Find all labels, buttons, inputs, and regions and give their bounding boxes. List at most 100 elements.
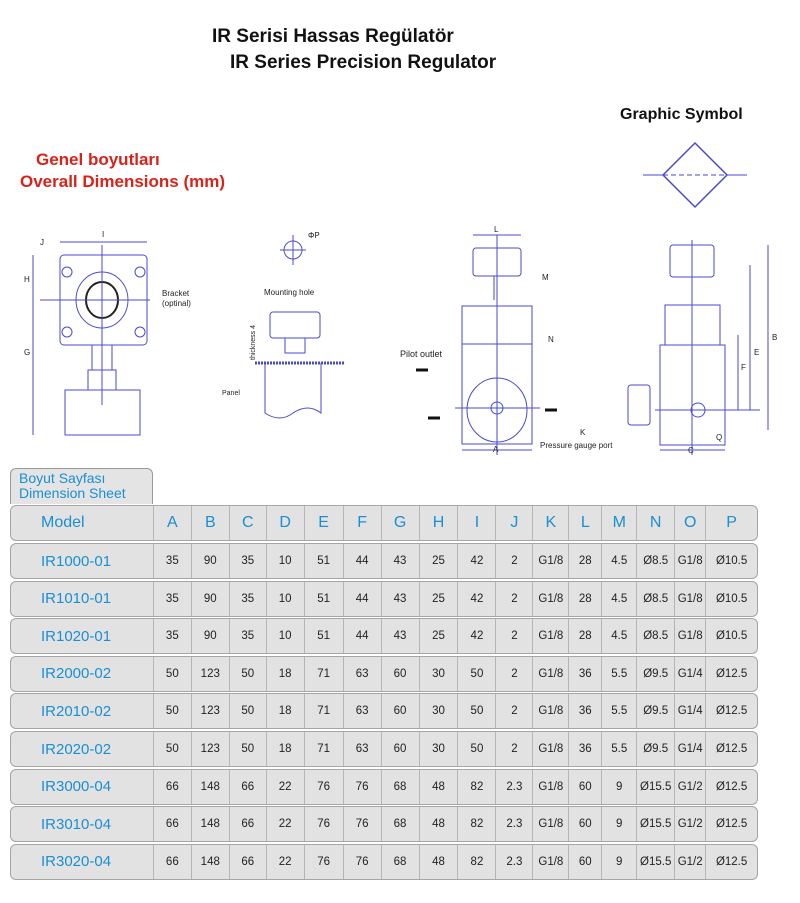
label-thickness: thickness 4 <box>250 325 257 360</box>
dimension-cell-o: O <box>674 506 705 540</box>
dimension-cell-p: Ø12.5 <box>705 844 757 879</box>
label-c: C <box>688 446 694 455</box>
dimension-cell-o: G1/2 <box>674 769 705 804</box>
dimension-cell-b: 148 <box>190 844 229 879</box>
dimension-cell-f: 63 <box>342 694 381 729</box>
dimension-cell-e: E <box>303 506 343 540</box>
dimension-cell-j: J <box>495 506 532 540</box>
dimension-cell-n: Ø15.5 <box>636 769 674 804</box>
dimension-cell-h: H <box>418 506 458 540</box>
dimension-cell-p: Ø12.5 <box>705 656 757 691</box>
dimension-cell-b: 123 <box>190 656 229 691</box>
dimension-cell-e: 51 <box>303 581 343 616</box>
tab-label-turkish: Boyut Sayfası <box>19 470 106 486</box>
dimension-cell-k: G1/8 <box>532 769 568 804</box>
dimension-cell-n: Ø9.5 <box>636 732 674 766</box>
dimension-cell-h: 48 <box>418 807 458 842</box>
dimension-cell-e: 71 <box>303 732 343 766</box>
rear-view-drawing <box>627 240 769 455</box>
dimension-cell-f: 76 <box>342 769 381 804</box>
model-cell: IR2000-02 <box>41 665 112 683</box>
dimension-cell-a: 35 <box>152 581 191 616</box>
front-view-drawing <box>32 241 150 436</box>
dimension-cell-o: G1/2 <box>674 844 705 879</box>
model-cell: IR1010-01 <box>41 590 112 608</box>
label-bracket-optional: (optinal) <box>162 299 191 308</box>
dimension-cell-m: 5.5 <box>601 732 636 766</box>
mounting-hole-drawing <box>255 235 345 419</box>
dimension-cell-o: G1/8 <box>674 544 705 578</box>
dimension-cell-a: 50 <box>152 656 191 691</box>
dimension-cell-i: 42 <box>457 581 495 616</box>
dimension-cell-j: 2.3 <box>495 807 532 842</box>
dimension-cell-j: 2 <box>495 694 532 729</box>
dimension-cell-j: 2.3 <box>495 844 532 879</box>
dimension-cell-e: 51 <box>303 619 343 654</box>
dimension-cell-c: 50 <box>228 732 266 766</box>
model-cell: IR2010-02 <box>41 702 112 720</box>
dimension-cell-g: 60 <box>380 656 419 691</box>
dimension-cell-a: 66 <box>152 844 191 879</box>
dimension-cell-g: 68 <box>380 844 419 879</box>
dimension-cell-d: 22 <box>265 844 304 879</box>
dimension-cell-n: Ø15.5 <box>636 807 674 842</box>
dimension-cell-i: 82 <box>457 769 495 804</box>
dimension-cell-p: Ø12.5 <box>705 694 757 729</box>
dimension-cell-m: 9 <box>601 807 636 842</box>
label-a: A <box>493 445 499 454</box>
label-pressure-gauge-port: Pressure gauge port <box>540 441 613 450</box>
dimension-cell-c: C <box>228 506 266 540</box>
dimension-cell-d: 18 <box>265 656 304 691</box>
dimension-cell-b: 90 <box>190 544 229 578</box>
dimension-cell-c: 66 <box>228 769 266 804</box>
label-p: ΦP <box>308 231 320 240</box>
dimension-cell-b: 148 <box>190 807 229 842</box>
dimension-cell-b: 90 <box>190 619 229 654</box>
dimension-cell-h: 48 <box>418 769 458 804</box>
dimensions-title-english: Overall Dimensions (mm) <box>20 172 226 191</box>
dimension-cell-i: 42 <box>457 619 495 654</box>
dimension-cell-n: Ø8.5 <box>636 581 674 616</box>
graphic-symbol-label: Graphic Symbol <box>620 106 743 123</box>
dimension-cell-j: 2 <box>495 656 532 691</box>
dimension-cell-i: 82 <box>457 844 495 879</box>
dimension-cell-g: 68 <box>380 769 419 804</box>
dimension-cell-e: 76 <box>303 807 343 842</box>
dimension-cell-o: G1/4 <box>674 732 705 766</box>
dimension-cell-g: 68 <box>380 807 419 842</box>
dimension-cell-e: 76 <box>303 844 343 879</box>
label-n: N <box>548 335 554 344</box>
dimension-cell-a: 66 <box>152 807 191 842</box>
dimension-cell-l: 28 <box>568 544 601 578</box>
label-j: J <box>40 238 44 247</box>
dimension-cell-l: L <box>568 506 601 540</box>
dimension-cell-f: 63 <box>342 732 381 766</box>
dimension-cell-o: G1/4 <box>674 694 705 729</box>
dimension-cell-l: 60 <box>568 844 601 879</box>
dimension-cell-j: 2 <box>495 544 532 578</box>
dimension-cell-a: 66 <box>152 769 191 804</box>
dimension-cell-m: 5.5 <box>601 656 636 691</box>
model-cell: IR1020-01 <box>41 627 112 645</box>
dimension-cell-f: 44 <box>342 581 381 616</box>
dimension-sheet-tab: Boyut Sayfası Dimension Sheet <box>10 468 153 504</box>
dimension-cell-l: 28 <box>568 581 601 616</box>
dimension-cell-i: 50 <box>457 694 495 729</box>
dimension-cell-o: G1/2 <box>674 807 705 842</box>
dimension-cell-e: 71 <box>303 694 343 729</box>
dimension-cell-g: 60 <box>380 694 419 729</box>
dimension-cell-h: 25 <box>418 581 458 616</box>
graphic-symbol-icon <box>643 141 747 209</box>
dimension-cell-l: 36 <box>568 732 601 766</box>
dimension-cell-o: G1/8 <box>674 619 705 654</box>
dimension-cell-m: 5.5 <box>601 694 636 729</box>
dimension-cell-f: 44 <box>342 619 381 654</box>
dimension-cell-i: 42 <box>457 544 495 578</box>
dimension-cell-f: F <box>342 506 381 540</box>
dimension-cell-l: 60 <box>568 807 601 842</box>
